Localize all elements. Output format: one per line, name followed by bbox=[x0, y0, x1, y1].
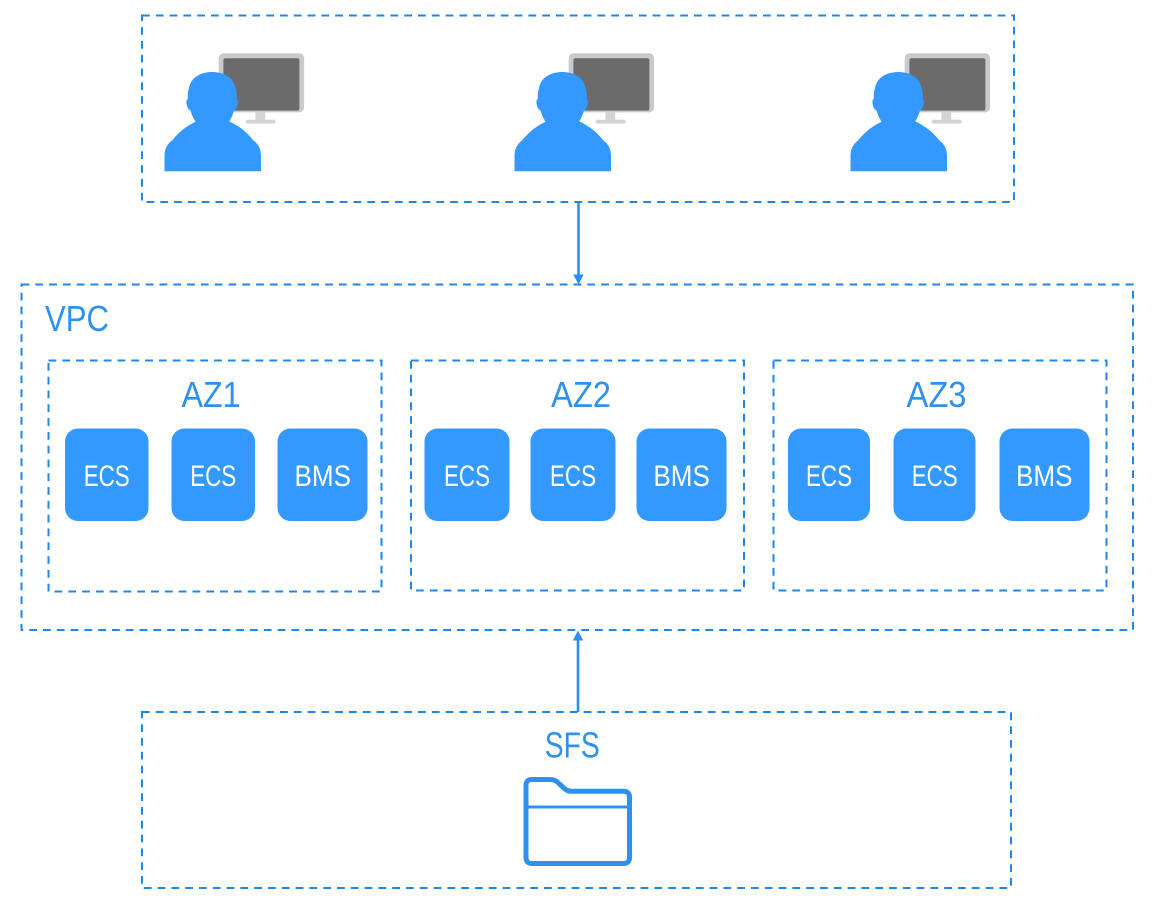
svg-text:AZ3: AZ3 bbox=[907, 374, 967, 415]
svg-text:SFS: SFS bbox=[545, 725, 600, 766]
svg-text:ECS: ECS bbox=[84, 460, 130, 493]
svg-text:AZ2: AZ2 bbox=[551, 374, 611, 415]
svg-text:ECS: ECS bbox=[444, 460, 490, 493]
svg-text:ECS: ECS bbox=[190, 460, 236, 493]
svg-text:BMS: BMS bbox=[653, 460, 710, 493]
svg-text:ECS: ECS bbox=[550, 460, 596, 493]
svg-text:BMS: BMS bbox=[295, 460, 352, 493]
svg-text:VPC: VPC bbox=[45, 298, 109, 339]
svg-text:BMS: BMS bbox=[1016, 460, 1073, 493]
svg-text:AZ1: AZ1 bbox=[182, 374, 241, 415]
svg-text:ECS: ECS bbox=[806, 460, 852, 493]
svg-text:ECS: ECS bbox=[912, 460, 958, 493]
